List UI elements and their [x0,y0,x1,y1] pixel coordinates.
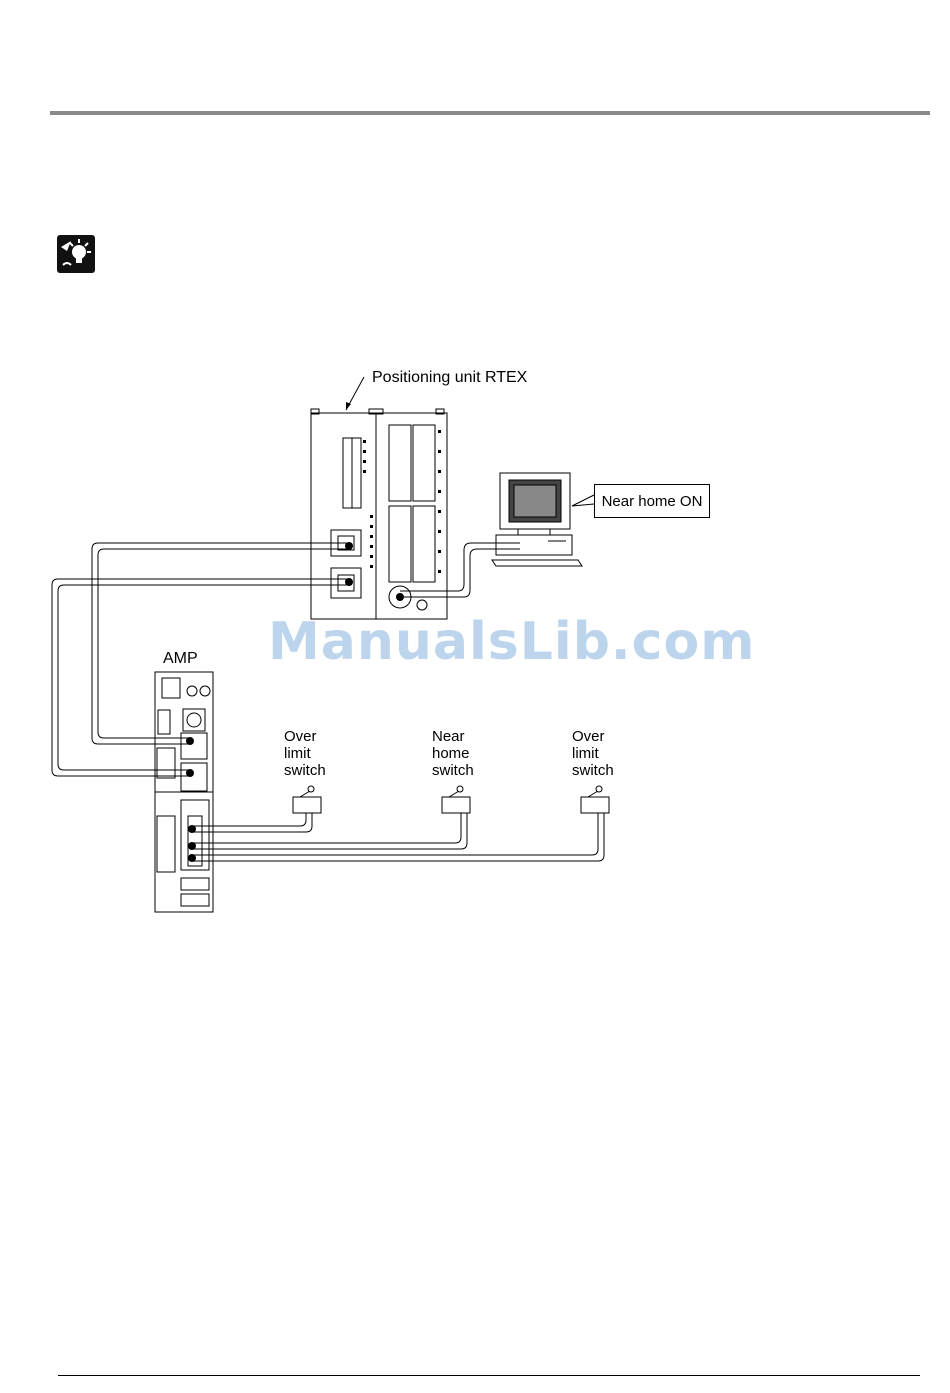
limit-switch-right [581,786,609,813]
positioning-unit [311,409,447,619]
watermark: ManualsLib.com [268,612,755,672]
bottom-rule [58,1375,920,1376]
amp-unit [155,672,213,912]
switch-middle-label: Near home switch [432,728,474,779]
computer-icon [492,473,582,566]
limit-switch-middle [442,786,470,813]
switch-right-label: Over limit switch [572,728,614,779]
amp-label: AMP [163,650,198,667]
limit-switch-left [293,786,321,813]
near-home-callout: Near home ON [594,484,710,518]
switch-left-label: Over limit switch [284,728,326,779]
positioning-unit-label: Positioning unit RTEX [372,369,527,386]
